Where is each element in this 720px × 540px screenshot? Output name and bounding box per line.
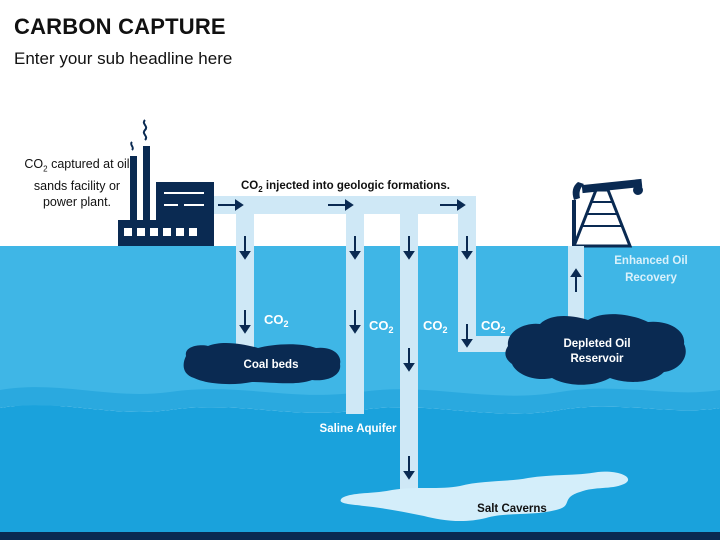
depleted-reservoir-label-line1: Depleted Oil [563,338,630,350]
co2-subscript: 2 [443,325,448,335]
coal-beds-label: Coal beds [244,359,299,371]
page-title: CARBON CAPTURE [14,14,226,39]
down-arrow-icon [239,236,473,480]
enhanced-recovery-label-line2: Recovery [625,272,677,284]
enhanced-recovery-label-line1: Enhanced Oil [614,255,688,267]
salt-caverns-label: Salt Caverns [477,503,547,515]
co2-subscript: 2 [501,325,506,335]
footer-band [0,532,720,540]
pipeline-label: CO2 injected into geologic formations. [241,180,450,194]
right-arrow-icon [218,199,466,211]
depleted-reservoir-label-line2: Reservoir [570,353,624,365]
co2-subscript: 2 [258,185,263,194]
co2-text: CO [24,157,44,171]
co2-text: CO [481,318,501,333]
salt-caverns-blob [340,471,629,522]
co2-text: CO [369,318,389,333]
co2-tag-coal: CO2 [264,312,289,329]
page-subtitle: Enter your sub headline here [14,49,233,68]
capture-source-note: CO2 captured at oil sands facility or po… [18,156,136,210]
pipeline-label-text: injected into geologic formations. [263,180,450,192]
co2-text: CO [241,180,258,192]
co2-tag-aquifer: CO2 [369,318,394,335]
depleted-reservoir-blob [505,314,686,385]
coal-beds-blob [183,342,341,385]
co2-text: CO [264,312,284,327]
co2-subscript: 2 [284,319,289,329]
factory-icon [118,119,214,246]
saline-aquifer-label: Saline Aquifer [320,423,397,435]
co2-text: CO [423,318,443,333]
co2-subscript: 2 [389,325,394,335]
oil-pump-icon [571,178,643,248]
up-arrow-icon [570,268,582,292]
co2-tag-caverns: CO2 [423,318,448,335]
co2-tag-reservoir: CO2 [481,318,506,335]
co2-subscript: 2 [43,164,48,174]
capture-source-text: captured at oil sands facility or power … [33,157,130,209]
